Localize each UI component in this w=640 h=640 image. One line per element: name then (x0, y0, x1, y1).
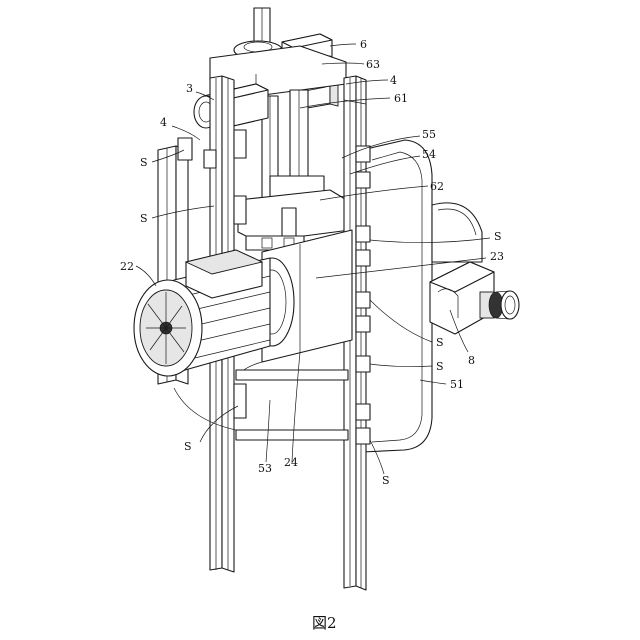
label-6: 6 (360, 38, 367, 51)
label-53: 53 (258, 462, 272, 475)
label-4-upper: 4 (390, 74, 397, 87)
label-3: 3 (186, 82, 193, 95)
label-61: 61 (394, 92, 408, 105)
label-54: 54 (422, 148, 436, 161)
slide-column-61 (262, 90, 324, 206)
figure-caption: 図2 (312, 614, 337, 632)
side-housing-8 (430, 203, 519, 334)
label-s-1: S (140, 156, 148, 169)
label-s-5: S (436, 360, 444, 373)
label-23: 23 (490, 250, 504, 263)
label-4-lower: 4 (160, 116, 167, 129)
label-22: 22 (120, 260, 134, 273)
label-55: 55 (422, 128, 436, 141)
label-s-7: S (382, 474, 390, 487)
label-24: 24 (284, 456, 298, 469)
label-s-6: S (184, 440, 192, 453)
label-8: 8 (468, 354, 475, 367)
label-s-3: S (494, 230, 502, 243)
label-63: 63 (366, 58, 380, 71)
label-s-4: S (436, 336, 444, 349)
label-s-2: S (140, 212, 148, 225)
label-51: 51 (450, 378, 464, 391)
label-62: 62 (430, 180, 444, 193)
